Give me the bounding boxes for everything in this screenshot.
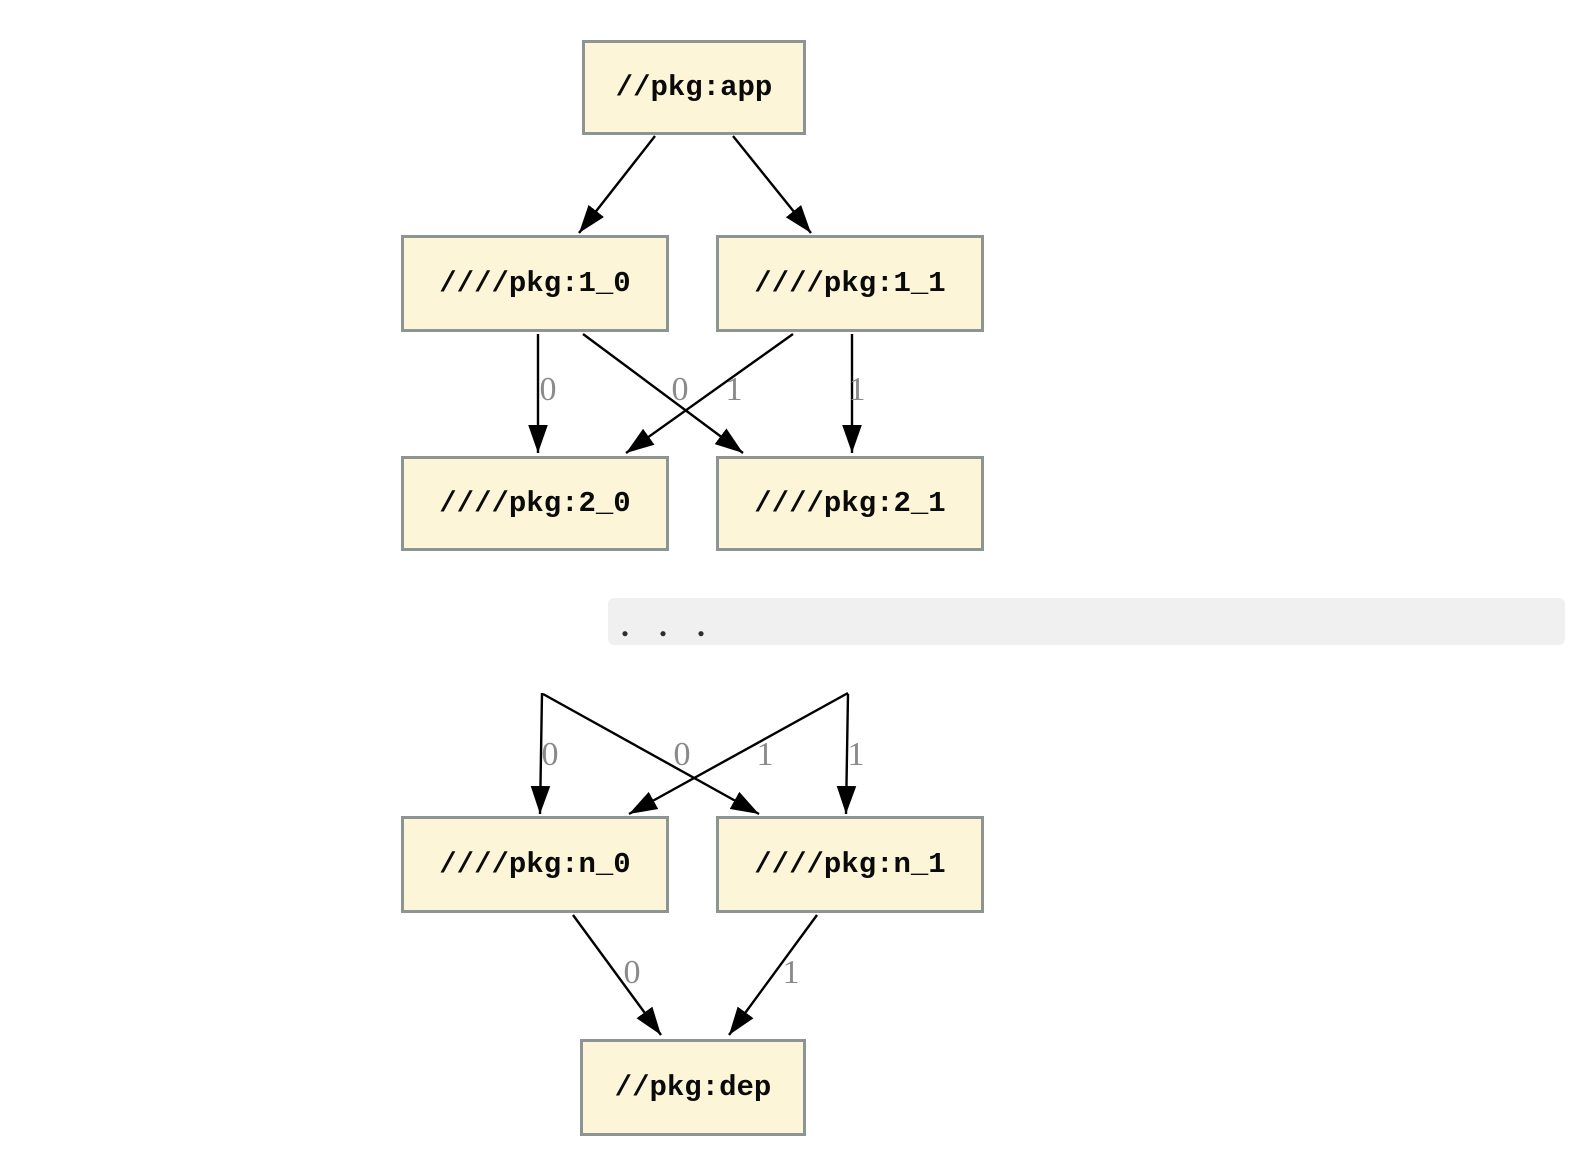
ellipsis-dots: . . . (621, 606, 705, 643)
node-n_1: ////pkg:n_1 (716, 816, 984, 913)
node-2_1-label: ////pkg:2_1 (754, 487, 946, 520)
node-app: //pkg:app (582, 40, 806, 135)
edge-label-ellipsis-n_1-cross: 0 (673, 736, 691, 773)
edge-ellipsis-to-n_0-cross (628, 691, 849, 816)
edge-label-n_1-dep: 1 (782, 954, 800, 991)
edge-app-to-1_0 (578, 135, 656, 234)
node-dep: //pkg:dep (580, 1039, 806, 1136)
edge-label-1_0-2_0: 0 (539, 371, 557, 408)
edge-label-1_1-2_0: 1 (725, 371, 743, 408)
node-2_1: ////pkg:2_1 (716, 456, 984, 551)
node-n_1-label: ////pkg:n_1 (754, 848, 946, 881)
edge-label-n_0-dep: 0 (623, 954, 641, 991)
edge-label-ellipsis-n_0-cross: 1 (756, 736, 774, 773)
node-1_0: ////pkg:1_0 (401, 235, 669, 332)
edge-app-to-1_1 (732, 135, 812, 234)
node-2_0: ////pkg:2_0 (401, 456, 669, 551)
edge-label-ellipsis-n_0-straight: 0 (541, 736, 559, 773)
ellipsis-band: . . . (608, 598, 1565, 645)
edge-ellipsis-to-n_1-cross (542, 692, 760, 816)
node-dep-label: //pkg:dep (614, 1071, 772, 1104)
edge-1_0-to-2_1 (582, 333, 744, 454)
node-2_0-label: ////pkg:2_0 (439, 487, 631, 520)
node-1_1-label: ////pkg:1_1 (754, 267, 946, 300)
edge-n_1-to-dep (728, 914, 818, 1036)
node-n_0-label: ////pkg:n_0 (439, 848, 631, 881)
node-app-label: //pkg:app (615, 71, 773, 104)
node-n_0: ////pkg:n_0 (401, 816, 669, 913)
node-1_1: ////pkg:1_1 (716, 235, 984, 332)
edge-1_1-to-2_0 (625, 333, 794, 454)
edge-label-ellipsis-n_1-straight: 1 (847, 736, 865, 773)
edge-label-1_0-2_1: 0 (671, 371, 689, 408)
node-1_0-label: ////pkg:1_0 (439, 267, 631, 300)
edge-n_0-to-dep (572, 914, 662, 1036)
edge-label-1_1-2_1: 1 (848, 371, 866, 408)
